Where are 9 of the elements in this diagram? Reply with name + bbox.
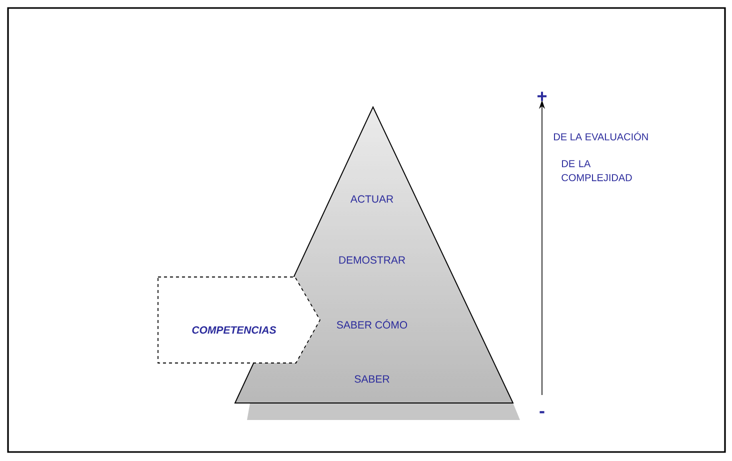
level-label: ACTUAR [350,195,394,203]
plus-sign: + [538,92,547,101]
dashed-callout: COMPETENCIAS [158,276,321,364]
level-label: SABER [354,375,390,383]
axis-label: DE LA COMPLEJIDAD [562,160,632,182]
level-label: SABER CÓMO [336,319,408,329]
minus-sign: - [540,411,544,414]
level-label: DEMOSTRAR [339,256,406,264]
axis-label: DE LA EVALUACIÓN [554,132,648,140]
